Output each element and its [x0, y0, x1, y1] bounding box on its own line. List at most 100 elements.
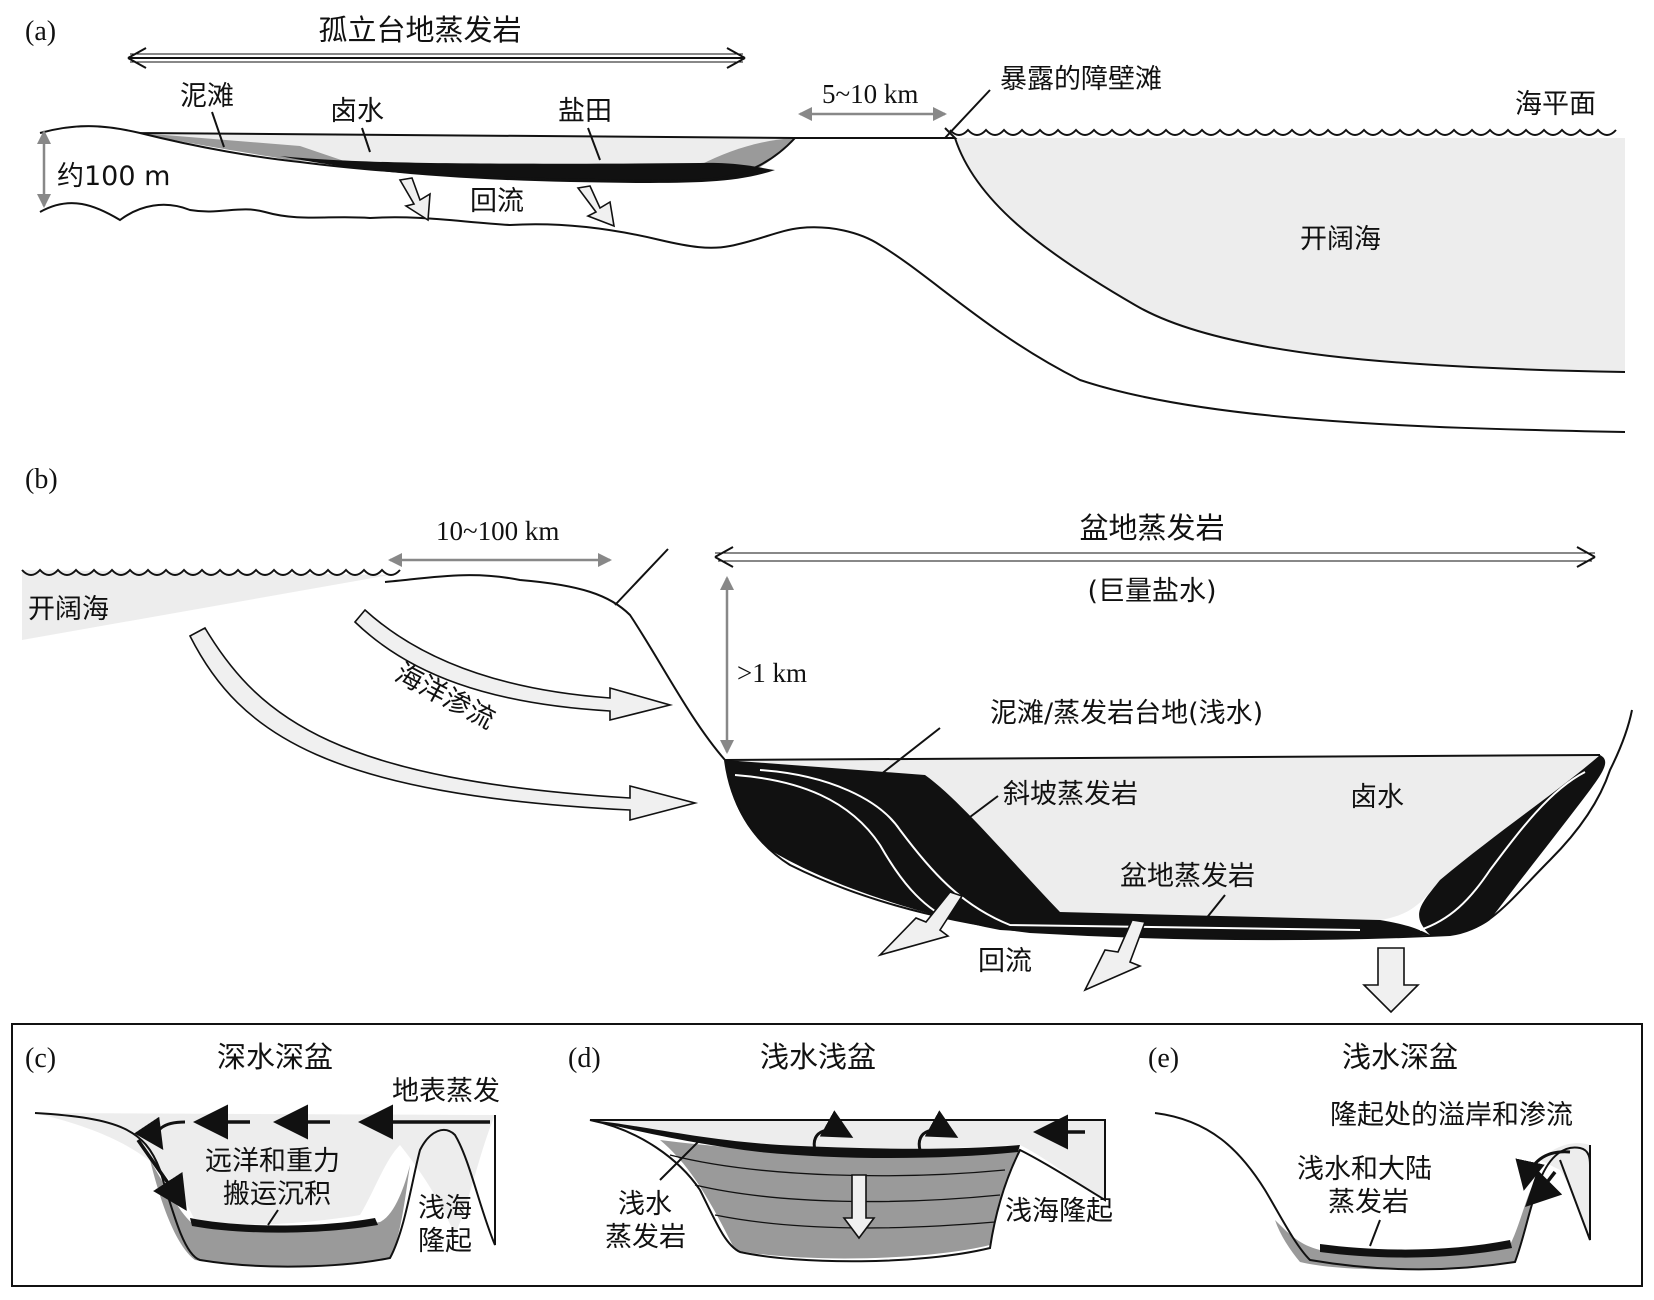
evap-pointer-d [659, 1139, 701, 1181]
brine-surface-b [724, 754, 1601, 761]
open-sea-label-a: 开阔海 [1300, 224, 1381, 255]
panel-d-tag: (d) [568, 1043, 601, 1074]
overflow-label-e: 隆起处的溢岸和渗流 [1330, 1100, 1573, 1131]
panel-e-title: 浅水深盆 [1342, 1040, 1458, 1074]
depth-label-a: 约100 m [57, 161, 170, 192]
evap-label-e1: 浅水和大陆 [1297, 1154, 1432, 1185]
panel-d: (d) 浅水浅盆 浅水 蒸发岩 浅海隆起 [568, 1040, 1113, 1263]
open-sea-a [955, 138, 1625, 372]
shelf-slope-a [954, 137, 1626, 373]
evap-curl-c [134, 1116, 186, 1150]
basin-outline-e [1154, 1112, 1591, 1271]
salt-pan-a [280, 156, 775, 183]
sediment-e [1275, 1180, 1535, 1270]
brine-pointer [361, 127, 371, 153]
internal-line-1 [734, 774, 951, 921]
distance-label-b: 10~100 km [436, 516, 559, 546]
barrier-label: 暴露的障壁滩 [1000, 64, 1162, 95]
basin-evap-label: 盆地蒸发岩 [1120, 861, 1255, 892]
depth-arrow-b [720, 576, 734, 754]
layer-d2 [694, 1184, 1001, 1203]
panel-e-tag: (e) [1148, 1043, 1179, 1074]
seepage-arrow-1 [353, 608, 674, 722]
sea-level-label: 海平面 [1515, 89, 1596, 120]
land-surface-b [384, 574, 726, 761]
mudflat-label-a: 泥滩 [180, 81, 234, 112]
panel-c: (c) 深水深盆 地表蒸发 远洋和重力 搬运沉积 浅海 隆起 [25, 1040, 500, 1268]
distance-label-a: 5~10 km [822, 79, 918, 109]
sediment-c [150, 1160, 410, 1266]
open-sea-label-b: 开阔海 [28, 594, 109, 625]
saltpan-label-a: 盐田 [558, 96, 612, 127]
slope-evap-label: 斜坡蒸发岩 [1003, 779, 1138, 810]
panel-b: (b) 开阔海 10~100 km 盆地蒸 [21, 464, 1633, 1014]
panel-b-tag: (b) [25, 464, 58, 495]
rise-outline-e [1559, 1145, 1591, 1241]
sediment-d [660, 1140, 1020, 1259]
reflux-arrow-b2 [1083, 919, 1147, 992]
panel-d-title: 浅水浅盆 [760, 1040, 876, 1074]
basin-title: 盆地蒸发岩 [1079, 511, 1224, 545]
layer-d1 [669, 1154, 1006, 1177]
sea-level-waves [949, 128, 1617, 136]
panel-c-tag: (c) [25, 1043, 56, 1074]
sediment-pointer-c [267, 1209, 279, 1226]
distance-arrow-b [388, 553, 612, 567]
rise-label-c1: 浅海 [418, 1193, 472, 1224]
basin-subtitle: (巨量盐水) [1087, 576, 1216, 607]
left-evaporite-b [725, 760, 1430, 940]
basin-width-arrow [714, 546, 1596, 568]
panel-a-width-arrow [127, 47, 746, 69]
mudflat-pointer [211, 111, 225, 148]
evap-layer-e [1320, 1240, 1512, 1258]
slope-evap-pointer [965, 795, 999, 821]
panel-e: (e) 浅水深盆 隆起处的溢岸和渗流 浅水和大陆 蒸发岩 [1148, 1040, 1591, 1271]
down-arrow-d [842, 1174, 876, 1240]
evap-label-d1: 浅水 [618, 1189, 672, 1220]
evap-label-c: 地表蒸发 [392, 1076, 500, 1107]
panel-a-title: 孤立台地蒸发岩 [318, 13, 521, 47]
slope-pointer-b [614, 548, 669, 606]
saltpan-pointer [587, 127, 601, 161]
sea-level-waves-b [21, 568, 401, 576]
platform-label: 泥滩/蒸发岩台地(浅水) [990, 698, 1263, 729]
open-sea-b [22, 570, 390, 640]
brine-e [1540, 1143, 1590, 1240]
panel-c-title: 深水深盆 [217, 1040, 333, 1074]
depth-arrow-a [37, 130, 51, 208]
reflux-arrow-b1 [877, 891, 964, 957]
sediment-label-c1: 远洋和重力 [205, 1146, 340, 1177]
basin-evap-pointer [1204, 894, 1226, 921]
basin-outline-d [589, 1119, 1106, 1263]
circulation-d1 [812, 1110, 854, 1151]
rise-label-d: 浅海隆起 [1005, 1196, 1113, 1227]
base-line-a [39, 202, 1626, 433]
inset-box [11, 1023, 1643, 1287]
rise-label-c2: 隆起 [418, 1226, 472, 1257]
panel-a: (a) 孤立台地蒸发岩 约100 m 泥 [25, 13, 1626, 433]
sinking-arrow-c [136, 1139, 187, 1211]
distance-arrow-a [798, 107, 947, 121]
reflux-arrow-a2 [576, 185, 616, 228]
reflux-label-a: 回流 [470, 186, 524, 217]
brine-b [725, 755, 1600, 920]
barrier-pointer [944, 89, 991, 139]
circulation-d2 [917, 1110, 959, 1151]
evap-layer-c [190, 1218, 378, 1233]
inset-arrow [1362, 947, 1420, 1014]
brine-label-b: 卤水 [1350, 782, 1404, 813]
platform-bottom-a [139, 132, 796, 182]
internal-line-3 [1419, 771, 1586, 931]
basin-outline-c [34, 1112, 496, 1268]
internal-line-2 [759, 769, 1361, 931]
seepage-arrow-2 [188, 626, 699, 822]
reflux-arrow-a1 [398, 177, 431, 222]
evap-label-d2: 蒸发岩 [605, 1222, 686, 1253]
reflux-label-b: 回流 [978, 946, 1032, 977]
right-evaporite-b [1419, 755, 1606, 937]
evap-label-e2: 蒸发岩 [1328, 1187, 1409, 1218]
evap-pointer-e [1369, 1219, 1381, 1247]
platform-pointer [879, 727, 941, 776]
brine-label-a: 卤水 [330, 96, 384, 127]
